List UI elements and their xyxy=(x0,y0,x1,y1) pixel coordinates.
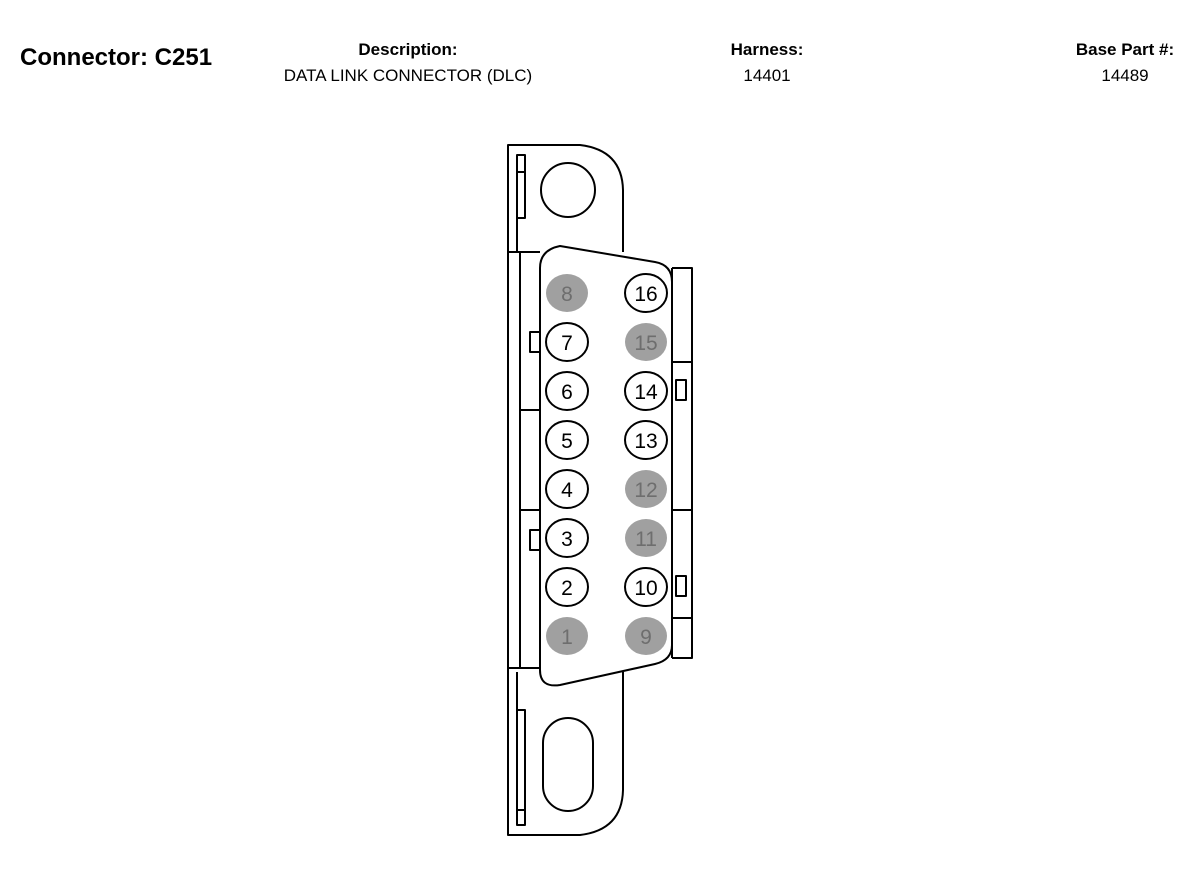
description-label: Description: xyxy=(358,40,458,59)
pin-12-label: 12 xyxy=(634,479,657,502)
pin-array: 8 7 6 5 4 3 2 1 16 15 14 13 12 11 10 9 xyxy=(545,273,668,655)
harness-block: Harness: 14401 xyxy=(717,40,817,86)
connector-housing xyxy=(507,144,693,836)
pin-4-label: 4 xyxy=(561,479,573,502)
pin-7-label: 7 xyxy=(561,332,573,355)
pin-11-circle xyxy=(625,519,667,557)
mounting-hole-top xyxy=(540,162,596,218)
pin-5-label: 5 xyxy=(561,430,573,453)
pin-1-circle xyxy=(546,617,588,655)
pin-14-label: 14 xyxy=(634,381,658,404)
pin-13-circle xyxy=(624,420,668,460)
description-block: Description: DATA LINK CONNECTOR (DLC) xyxy=(260,40,556,86)
pin-13-label: 13 xyxy=(634,430,657,453)
base-part-label: Base Part #: xyxy=(1075,40,1175,59)
pin-9-label: 9 xyxy=(640,626,652,649)
pin-12-circle xyxy=(625,470,667,508)
pin-3-label: 3 xyxy=(561,528,573,551)
pin-10-circle xyxy=(624,567,668,607)
pin-3-circle xyxy=(545,518,589,558)
base-part-value: 14489 xyxy=(1101,66,1149,85)
description-value: DATA LINK CONNECTOR (DLC) xyxy=(283,66,533,85)
pin-8-circle xyxy=(546,274,588,312)
harness-value: 14401 xyxy=(743,66,791,85)
pin-9-circle xyxy=(625,617,667,655)
connector-title: Connector: C251 xyxy=(20,44,213,71)
pin-4-circle xyxy=(545,469,589,509)
mounting-slot-bottom xyxy=(542,717,594,812)
pin-2-label: 2 xyxy=(561,577,573,600)
pin-15-circle xyxy=(625,323,667,361)
pin-6-circle xyxy=(545,371,589,411)
pin-5-circle xyxy=(545,420,589,460)
pin-16-circle xyxy=(624,273,668,313)
pin-2-circle xyxy=(545,567,589,607)
pin-1-label: 1 xyxy=(561,626,573,649)
pin-15-label: 15 xyxy=(634,332,657,355)
pin-6-label: 6 xyxy=(561,381,573,404)
pin-10-label: 10 xyxy=(634,577,657,600)
pin-8-label: 8 xyxy=(561,283,573,306)
pin-14-circle xyxy=(624,371,668,411)
base-part-block: Base Part #: 14489 xyxy=(1060,40,1190,86)
pin-7-circle xyxy=(545,322,589,362)
harness-label: Harness: xyxy=(730,40,804,59)
pin-16-label: 16 xyxy=(634,283,657,306)
pin-11-label: 11 xyxy=(635,528,657,551)
